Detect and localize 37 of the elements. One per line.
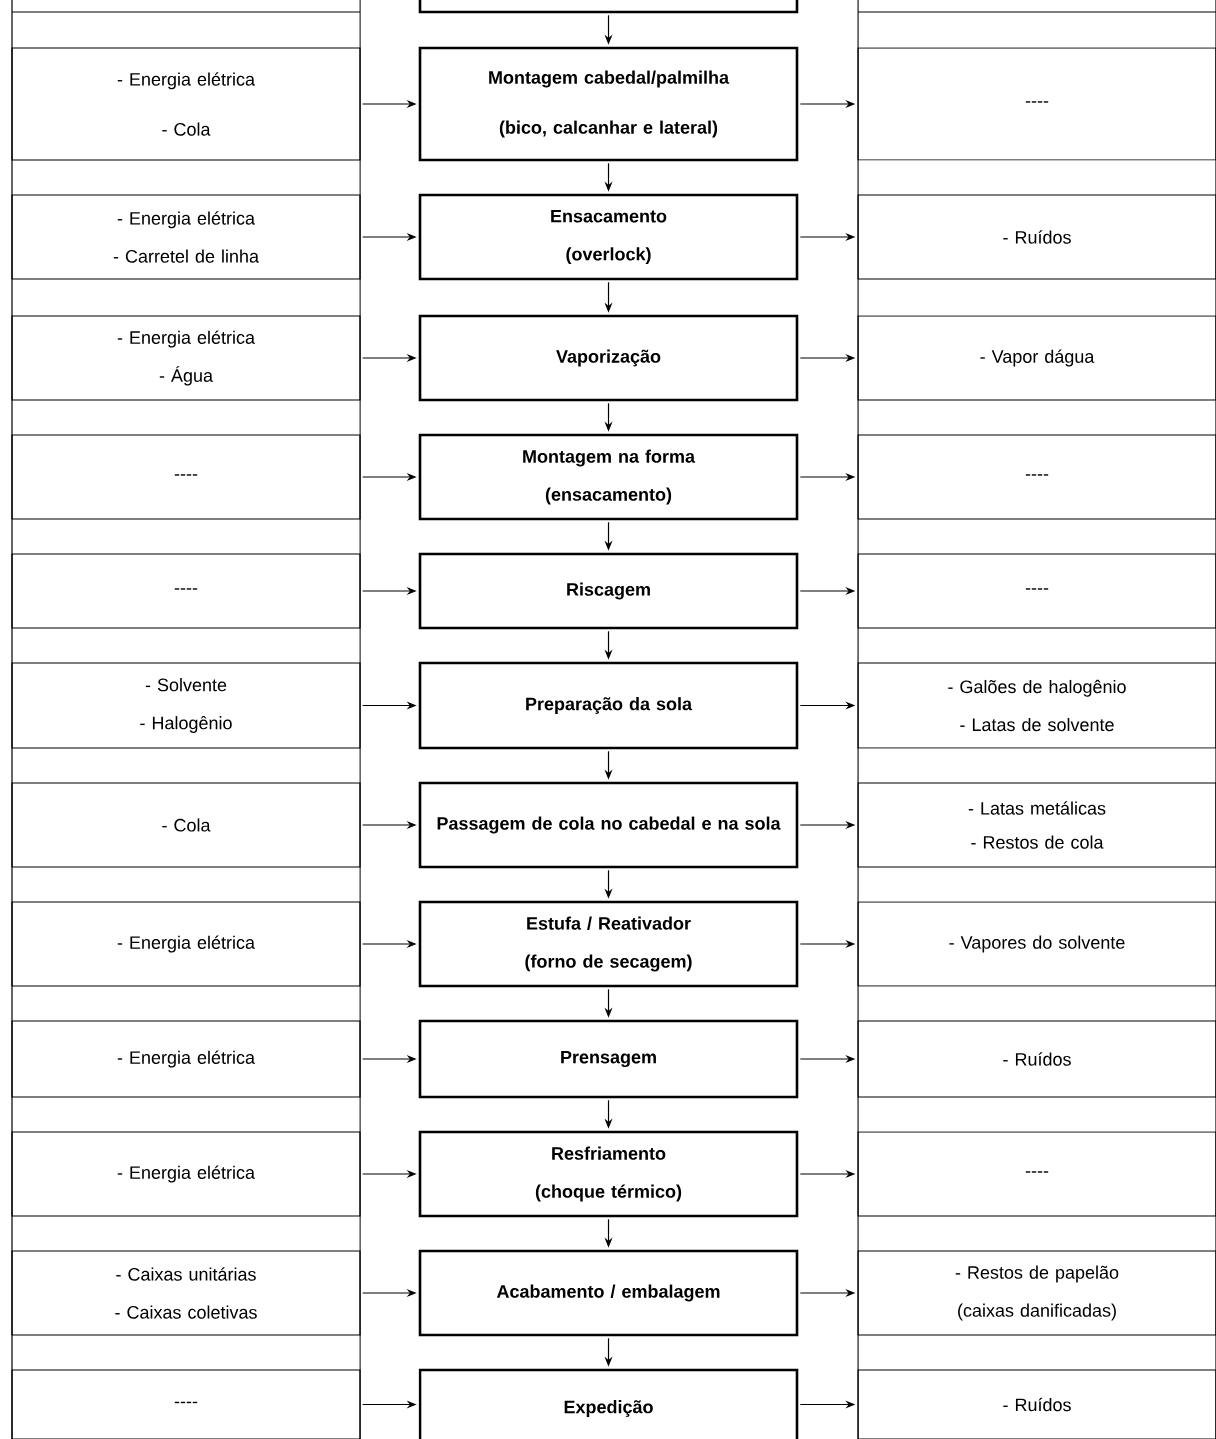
table-cell: ---- xyxy=(11,553,361,629)
table-cell: - Ruídos xyxy=(857,1369,1216,1439)
process-box: Passagem de cola no cabedal e na sola xyxy=(418,781,799,869)
table-cell: - Galões de halogênio - Latas de solvente xyxy=(857,662,1216,749)
process-box: Expedição xyxy=(418,1368,799,1439)
table-cell: - Energia elétrica xyxy=(11,1020,361,1098)
process-box: Estufa / Reativador (forno de secagem) xyxy=(418,900,799,988)
process-box: Montagem na forma (ensacamento) xyxy=(418,433,799,521)
table-cell: - Energia elétrica - Cola xyxy=(11,47,361,161)
table-cell: - Vapor dágua xyxy=(857,315,1216,401)
table-cell: ---- xyxy=(11,1369,361,1439)
process-box: Riscagem xyxy=(418,552,799,630)
process-box: Preparação da sola xyxy=(418,661,799,750)
table-cell: ---- xyxy=(857,1131,1216,1217)
table-cell: - Restos de papelão (caixas danificadas) xyxy=(857,1250,1216,1336)
box xyxy=(418,0,799,14)
table-cell: - Caixas unitárias - Caixas coletivas xyxy=(11,1250,361,1336)
table-cell: - Cola xyxy=(11,782,361,868)
table-cell: ---- xyxy=(11,434,361,520)
table-cell: - Energia elétrica xyxy=(11,1131,361,1217)
table-cell: - Ruídos xyxy=(857,1020,1216,1098)
process-box: Acabamento / embalagem xyxy=(418,1249,799,1337)
table-cell: - Solvente - Halogênio xyxy=(11,662,361,749)
process-box: Prensagem xyxy=(418,1019,799,1099)
table-cell: - Energia elétrica xyxy=(11,901,361,987)
table-cell: ---- xyxy=(857,434,1216,520)
table-cell: ---- xyxy=(857,47,1216,161)
table-cell: - Ruídos xyxy=(857,194,1216,280)
process-box: Montagem cabedal/palmilha (bico, calcanhar e lateral) xyxy=(418,46,799,162)
process-box: Vaporização xyxy=(418,314,799,402)
table-cell: - Energia elétrica - Carretel de linha xyxy=(11,194,361,280)
table-cell: ---- xyxy=(857,553,1216,629)
table-cell: - Latas metálicas - Restos de cola xyxy=(857,782,1216,868)
process-box: Resfriamento (choque térmico) xyxy=(418,1130,799,1218)
table-cell: - Energia elétrica - Água xyxy=(11,315,361,401)
process-box: Ensacamento (overlock) xyxy=(418,193,799,281)
table-cell: - Vapores do solvente xyxy=(857,901,1216,987)
